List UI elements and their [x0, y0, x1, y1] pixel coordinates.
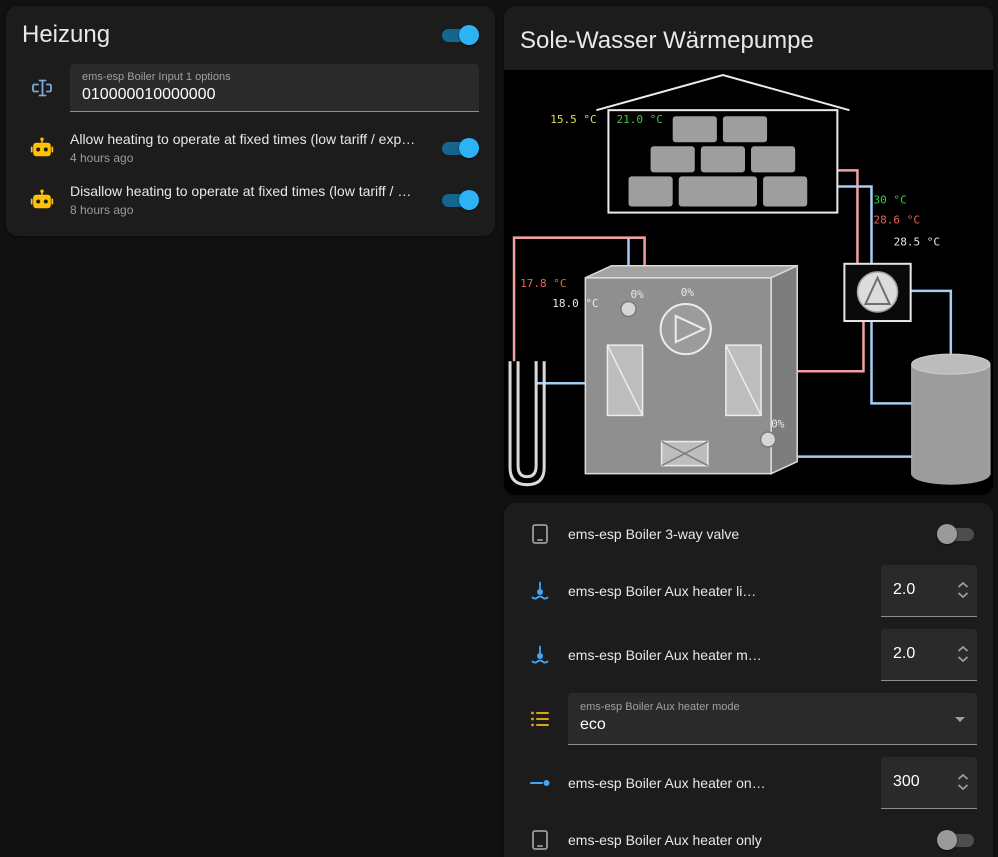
row-aux-heater-on: ems-esp Boiler Aux heater on… 300: [504, 751, 993, 815]
indoor-temp-label[interactable]: 21.0 °C: [616, 113, 663, 126]
entity-name[interactable]: ems-esp Boiler Aux heater on…: [568, 774, 766, 791]
left-column: Heizung ems-esp Boiler Input 1 options 0…: [6, 6, 495, 244]
automation-allow-toggle[interactable]: [439, 138, 479, 158]
pump-left-pct-label[interactable]: 0%: [631, 288, 645, 301]
heat-pump-unit: [584, 264, 798, 475]
aux-heater-only-toggle[interactable]: [937, 829, 977, 850]
entity-name[interactable]: ems-esp Boiler Aux heater m…: [568, 646, 762, 663]
heating-pump: [843, 262, 912, 323]
thermometer-water-icon: [528, 643, 552, 667]
pipes: [512, 169, 953, 458]
robot-icon: [30, 136, 54, 160]
brine-return-temp-label[interactable]: 17.8 °C: [520, 277, 567, 290]
toggle-thumb: [459, 25, 479, 45]
boiler-entities-card: ems-esp Boiler 3-way valve ems-esp Boile…: [504, 502, 993, 857]
chevron-up-icon[interactable]: [957, 646, 969, 652]
right-column: Sole-Wasser Wärmepumpe: [504, 6, 993, 857]
heizung-card-title: Heizung: [22, 21, 111, 48]
select-value: eco: [580, 715, 606, 733]
tablet-icon: [528, 522, 552, 546]
chevron-down-icon[interactable]: [957, 656, 969, 663]
automation-disallow-toggle[interactable]: [439, 190, 479, 210]
automation-text: Allow heating to operate at fixed times …: [70, 130, 429, 166]
circulation-pump-bottom: [759, 431, 777, 448]
heatpump-card-header: Sole-Wasser Wärmepumpe: [504, 6, 993, 70]
toggle-thumb: [459, 190, 479, 210]
outdoor-temp-label[interactable]: 15.5 °C: [550, 113, 597, 126]
row-aux-heater-only: ems-esp Boiler Aux heater only: [504, 815, 993, 857]
form-textbox-icon: [30, 76, 54, 100]
heizung-card-header: Heizung: [6, 6, 495, 60]
heatpump-card-title: Sole-Wasser Wärmepumpe: [520, 27, 814, 54]
aux-heater-mode-select[interactable]: ems-esp Boiler Aux heater mode eco: [568, 692, 977, 745]
chevron-up-icon[interactable]: [957, 582, 969, 588]
number-value: 2.0: [893, 645, 916, 663]
tablet-icon: [528, 828, 552, 852]
dropdown-caret-icon: [955, 716, 965, 722]
boiler-input1-row: ems-esp Boiler Input 1 options 010000010…: [6, 60, 495, 122]
tank-temp-label[interactable]: 28.5 °C: [894, 236, 941, 249]
toggle-thumb: [937, 829, 957, 850]
automation-name[interactable]: Disallow heating to operate at fixed tim…: [70, 183, 412, 199]
compressor-pct-label[interactable]: 0%: [681, 286, 695, 299]
flow-temp-label[interactable]: 30 °C: [874, 194, 907, 207]
boiler-input1-label: ems-esp Boiler Input 1 options: [82, 71, 231, 83]
heizung-master-toggle[interactable]: [439, 25, 479, 45]
row-aux-heater-m: ems-esp Boiler Aux heater m… 2.0: [504, 623, 993, 687]
automation-last-triggered: 8 hours ago: [70, 203, 134, 217]
brine-flow-temp-label[interactable]: 18.0 °C: [552, 297, 599, 310]
circulation-pump-left: [620, 300, 637, 318]
automation-last-triggered: 4 hours ago: [70, 151, 134, 165]
chevron-down-icon[interactable]: [957, 784, 969, 791]
toggle-thumb: [937, 523, 957, 544]
boiler-input1-field[interactable]: ems-esp Boiler Input 1 options 010000010…: [70, 64, 479, 112]
number-input-aux-m[interactable]: 2.0: [881, 628, 977, 681]
return-temp-label[interactable]: 28.6 °C: [874, 214, 921, 227]
automation-row-disallow: Disallow heating to operate at fixed tim…: [6, 174, 495, 226]
boiler-input1-value: 010000010000000: [82, 86, 216, 103]
entity-name[interactable]: ems-esp Boiler 3-way valve: [568, 525, 740, 542]
thermometer-water-icon: [528, 579, 552, 603]
heizung-card: Heizung ems-esp Boiler Input 1 options 0…: [6, 6, 495, 236]
buffer-tank: [911, 353, 991, 485]
valve-toggle[interactable]: [937, 523, 977, 544]
automation-row-allow: Allow heating to operate at fixed times …: [6, 122, 495, 174]
entity-name[interactable]: ems-esp Boiler Aux heater li…: [568, 582, 757, 599]
entity-name[interactable]: ems-esp Boiler Aux heater only: [568, 831, 762, 848]
pump-right-pct-label[interactable]: 0%: [771, 417, 785, 430]
format-list-icon: [528, 707, 552, 731]
compressor: [659, 302, 712, 356]
heatpump-schematic: 15.5 °C 21.0 °C 30 °C 28.6 °C 28.5 °C 17…: [504, 70, 993, 495]
number-input-aux-on[interactable]: 300: [881, 756, 977, 809]
automation-text: Disallow heating to operate at fixed tim…: [70, 182, 429, 218]
select-label: ems-esp Boiler Aux heater mode: [580, 700, 740, 713]
toggle-thumb: [459, 138, 479, 158]
number-stepper[interactable]: [955, 646, 971, 663]
robot-icon: [30, 188, 54, 212]
row-aux-heater-li: ems-esp Boiler Aux heater li… 2.0: [504, 559, 993, 623]
number-value: 2.0: [893, 581, 916, 599]
row-3way-valve: ems-esp Boiler 3-way valve: [504, 509, 993, 559]
ray-start-icon: [528, 771, 552, 795]
row-aux-heater-mode: ems-esp Boiler Aux heater mode eco: [504, 687, 993, 751]
ground-probe: [508, 361, 546, 487]
number-value: 300: [893, 773, 920, 791]
heatpump-card: Sole-Wasser Wärmepumpe: [504, 6, 993, 495]
number-stepper[interactable]: [955, 582, 971, 599]
house: [596, 73, 850, 214]
chevron-down-icon[interactable]: [957, 592, 969, 599]
heatpump-diagram[interactable]: 15.5 °C 21.0 °C 30 °C 28.6 °C 28.5 °C 17…: [504, 70, 993, 495]
automation-name[interactable]: Allow heating to operate at fixed times …: [70, 131, 416, 147]
radiator-blocks: [628, 116, 808, 207]
number-input-aux-li[interactable]: 2.0: [881, 564, 977, 617]
number-stepper[interactable]: [955, 774, 971, 791]
chevron-up-icon[interactable]: [957, 774, 969, 780]
